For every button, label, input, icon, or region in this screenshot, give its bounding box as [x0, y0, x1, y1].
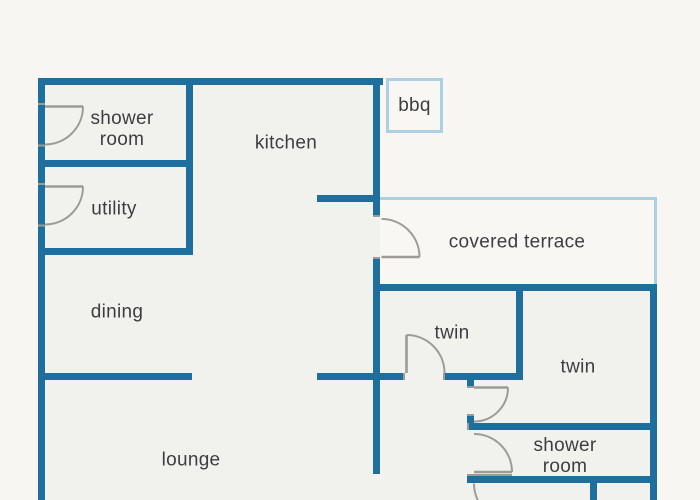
room-label-dining: dining [90, 301, 144, 323]
door-jamb [373, 257, 380, 259]
wall-shower2-top [467, 423, 657, 430]
room-label-shower-room-2: shower room [533, 435, 596, 477]
floor-covered-terrace [380, 199, 654, 284]
room-label-lounge: lounge [161, 449, 221, 471]
wall-exterior-right [650, 284, 657, 500]
wall-bottom-room-divider [590, 483, 597, 500]
door-arc-utility [44, 186, 84, 226]
room-label-twin-2: twin [560, 356, 596, 378]
door-jamb [373, 215, 380, 217]
floor-bedroom-wing [380, 291, 650, 500]
door-jamb [467, 474, 512, 476]
room-label-line: shower [90, 108, 154, 129]
door-jamb [403, 373, 405, 380]
room-label-kitchen: kitchen [254, 132, 318, 154]
door-jamb [38, 183, 45, 185]
room-label-covered-terrace: covered terrace [448, 231, 586, 253]
wall-twin1-bottom [443, 373, 523, 380]
terrace-border-right [654, 197, 657, 287]
door-arc-bottom-room [473, 483, 479, 500]
wall-terrace-bottom [373, 284, 657, 291]
door-jamb [38, 103, 45, 105]
door-arc-twin1 [406, 334, 446, 374]
door-arc-shower2 [473, 433, 513, 473]
wall-utility-bottom [38, 248, 193, 255]
wall-twin-divider [516, 291, 523, 380]
wall-shower1-bottom [38, 160, 193, 167]
wall-corridor-top [317, 373, 405, 380]
wall-corridor-stub-a [467, 380, 474, 386]
door-jamb [38, 144, 45, 147]
room-label-line: shower [533, 435, 597, 456]
wall-dining-lounge-stub [38, 373, 192, 380]
wall-kitchen-left-divider [186, 85, 193, 255]
door-jamb [38, 224, 45, 227]
room-label-twin-1: twin [434, 322, 470, 344]
wall-shower2-bottom [467, 476, 657, 483]
room-label-shower-room-1: shower room [90, 108, 153, 150]
wall-corridor-stub-b [467, 416, 474, 423]
door-jamb [467, 423, 469, 430]
room-label-line: room [99, 129, 145, 150]
door-arc-terrace [381, 218, 421, 258]
door-jamb [467, 414, 474, 416]
floor-main-wing [45, 85, 380, 500]
wall-center-vertical-lower [373, 257, 380, 474]
wall-kitchen-south-stub [317, 195, 380, 202]
door-arc-shower1 [44, 106, 84, 146]
terrace-border-top [380, 197, 657, 200]
room-label-bbq: bbq [398, 95, 431, 116]
door-jamb [443, 373, 445, 380]
wall-exterior-left [38, 78, 45, 500]
room-label-utility: utility [91, 198, 137, 220]
room-label-line: room [542, 456, 588, 477]
door-jamb [467, 386, 474, 388]
wall-kitchen-right-upper [373, 85, 380, 217]
bbq-area: bbq [386, 78, 443, 133]
door-arc-twin2 [473, 387, 509, 423]
wall-exterior-top [38, 78, 383, 85]
